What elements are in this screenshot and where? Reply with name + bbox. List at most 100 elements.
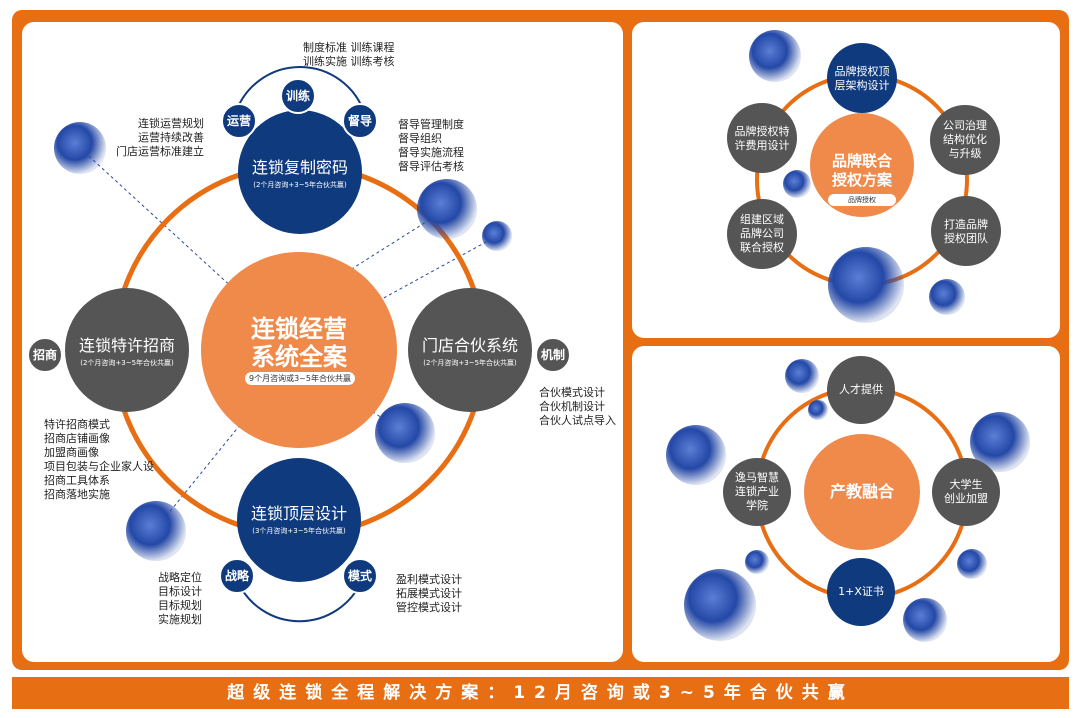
brand-node-2-text: 公司治理 结构优化 与升级: [930, 119, 1000, 161]
top-design-title: 连锁顶层设计: [237, 504, 361, 524]
edu-node-3-text: 1+X证书: [826, 585, 896, 599]
list-item: 盈利模式设计: [396, 573, 462, 587]
list-item: 运营持续改善: [108, 131, 204, 145]
store-partner-title: 门店合伙系统: [408, 336, 532, 356]
list-item: 合伙模式设计: [539, 386, 616, 400]
center-sub: 9个月咨询或3~5年合伙共赢: [245, 372, 355, 385]
decor-ball: [417, 179, 477, 239]
brand-node-line: 组建区域: [727, 213, 797, 227]
decor-ball: [957, 549, 987, 579]
decor-ball: [745, 550, 769, 574]
brand-node-4-text: 组建区域 品牌公司 联合授权: [727, 213, 797, 255]
decor-ball: [929, 279, 965, 315]
edu-node-4-text: 逸马智慧 连锁产业 学院: [722, 471, 792, 513]
brand-node-line: 授权团队: [931, 232, 1001, 246]
brand-center-title: 品牌联合 授权方案: [815, 152, 909, 190]
list-item: 实施规划: [150, 613, 202, 627]
top-design-sub: (3个月咨询+3~5年合伙共赢): [237, 527, 361, 536]
brand-node-line: 品牌公司: [727, 227, 797, 241]
brand-node-line: 许费用设计: [727, 139, 797, 153]
edu-node-1-text: 人才提供: [826, 383, 896, 397]
list-strategy: 战略定位 目标设计 目标规划 实施规划: [150, 571, 202, 627]
copy-code-title: 连锁复制密码: [238, 158, 362, 178]
list-supervise: 督导管理制度 督导组织 督导实施流程 督导评估考核: [398, 118, 464, 174]
badge-mechanism-label: 机制: [536, 348, 570, 362]
decor-ball: [126, 501, 186, 561]
brand-node-line: 与升级: [930, 147, 1000, 161]
badge-train-label: 训练: [281, 89, 315, 103]
decor-ball: [375, 403, 435, 463]
decor-ball: [54, 122, 106, 174]
edu-node-line: 学院: [722, 499, 792, 513]
edu-node-line: 逸马智慧: [722, 471, 792, 485]
decor-ball: [903, 598, 947, 642]
brand-node-1-text: 品牌授权顶 层架构设计: [827, 65, 897, 93]
list-item: 拓展模式设计: [396, 587, 462, 601]
edu-node-line: 连锁产业: [722, 485, 792, 499]
list-item: 合伙机制设计: [539, 400, 616, 414]
list-recruit: 特许招商模式 招商店铺画像 加盟商画像 项目包装与企业家人设 招商工具体系 招商…: [44, 418, 154, 502]
decor-ball: [783, 170, 811, 198]
badge-recruit-label: 招商: [28, 348, 62, 362]
list-item: 督导管理制度: [398, 118, 464, 132]
brand-tag: 品牌授权: [828, 194, 896, 206]
franchise-sub: (2个月咨询+3~5年合伙共赢): [65, 359, 189, 368]
list-item: 连锁运营规划: [108, 117, 204, 131]
bottom-arc: [237, 580, 362, 621]
list-item: 加盟商画像: [44, 446, 154, 460]
decor-ball: [666, 425, 726, 485]
list-item: 目标规划: [150, 599, 202, 613]
list-item: 督导组织: [398, 132, 464, 146]
list-item: 门店运营标准建立: [108, 145, 204, 159]
center-title: 连锁经营 系统全案: [221, 315, 377, 371]
list-item: 战略定位: [150, 571, 202, 585]
brand-node-line: 公司治理: [930, 119, 1000, 133]
edu-node-2-text: 大学生 创业加盟: [931, 478, 1001, 506]
brand-center-line2: 授权方案: [815, 171, 909, 190]
store-partner-sub: (2个月咨询+3~5年合伙共赢): [408, 359, 532, 368]
copy-code-sub: (2个月咨询+3~5年合伙共赢): [238, 181, 362, 190]
badge-model-label: 模式: [343, 569, 377, 583]
badge-ops-label: 运营: [222, 114, 256, 128]
brand-node-line: 品牌授权特: [727, 125, 797, 139]
list-ops: 连锁运营规划 运营持续改善 门店运营标准建立: [108, 117, 204, 159]
list-item: 督导评估考核: [398, 160, 464, 174]
brand-node-line: 打造品牌: [931, 218, 1001, 232]
brand-node-line: 层架构设计: [827, 79, 897, 93]
decor-ball: [749, 30, 801, 82]
list-item: 招商店铺画像: [44, 432, 154, 446]
list-item: 管控模式设计: [396, 601, 462, 615]
list-item: 训练实施 训练考核: [303, 55, 395, 69]
badge-supervise-label: 督导: [343, 114, 377, 128]
list-item: 合伙人试点导入: [539, 414, 616, 428]
list-mechanism: 合伙模式设计 合伙机制设计 合伙人试点导入: [539, 386, 616, 428]
decor-ball: [785, 359, 819, 393]
list-train: 制度标准 训练课程 训练实施 训练考核: [303, 41, 395, 69]
brand-node-line: 品牌授权顶: [827, 65, 897, 79]
brand-node-5-text: 品牌授权特 许费用设计: [727, 125, 797, 153]
edu-center-title: 产教融合: [812, 482, 912, 502]
decor-ball: [828, 247, 904, 323]
footer-banner: 超级连锁全程解决方案：12月咨询或3~5年合伙共赢: [12, 677, 1069, 709]
decor-ball: [808, 400, 828, 420]
brand-node-3-text: 打造品牌 授权团队: [931, 218, 1001, 246]
brand-node-line: 联合授权: [727, 241, 797, 255]
edu-node-line: 创业加盟: [931, 492, 1001, 506]
list-item: 督导实施流程: [398, 146, 464, 160]
franchise-title: 连锁特许招商: [65, 336, 189, 356]
center-title-line1: 连锁经营: [221, 315, 377, 343]
list-model: 盈利模式设计 拓展模式设计 管控模式设计: [396, 573, 462, 615]
list-item: 特许招商模式: [44, 418, 154, 432]
decor-ball: [684, 569, 756, 641]
badge-strategy-label: 战略: [220, 569, 254, 583]
list-item: 招商落地实施: [44, 488, 154, 502]
center-title-line2: 系统全案: [221, 343, 377, 371]
edu-node-line: 大学生: [931, 478, 1001, 492]
brand-node-line: 结构优化: [930, 133, 1000, 147]
decor-ball: [482, 221, 512, 251]
list-item: 制度标准 训练课程: [303, 41, 395, 55]
list-item: 目标设计: [150, 585, 202, 599]
list-item: 招商工具体系: [44, 474, 154, 488]
brand-center-line1: 品牌联合: [815, 152, 909, 171]
list-item: 项目包装与企业家人设: [44, 460, 154, 474]
